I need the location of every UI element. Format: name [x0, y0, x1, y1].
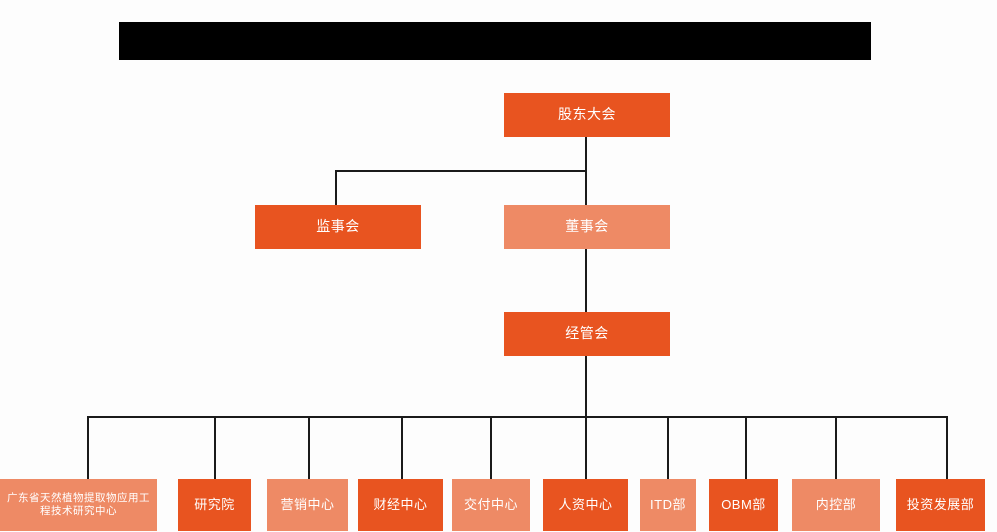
- connector-drop-hr: [585, 416, 587, 479]
- node-label: ITD部: [650, 496, 686, 512]
- node-dept-marketing-center[interactable]: 营销中心: [267, 479, 348, 531]
- node-dept-itd[interactable]: ITD部: [640, 479, 696, 531]
- connector-drop-itd: [667, 416, 669, 479]
- node-dept-delivery-center[interactable]: 交付中心: [452, 479, 530, 531]
- node-label: 董事会: [565, 218, 609, 235]
- node-dept-finance-center[interactable]: 财经中心: [358, 479, 443, 531]
- connector-drop-delivery: [490, 416, 492, 479]
- node-label: 经管会: [565, 325, 609, 342]
- connector-shareholders-down: [585, 137, 587, 172]
- node-label: 广东省天然植物提取物应用工程技术研究中心: [7, 491, 150, 517]
- node-label: 营销中心: [280, 496, 335, 512]
- redacted-title-banner: [119, 22, 871, 60]
- node-label: 研究院: [194, 496, 235, 512]
- node-label: 股东大会: [558, 106, 616, 123]
- connector-drop-investment: [946, 416, 948, 479]
- connector-drop-internal: [835, 416, 837, 479]
- connector-drop-marketing: [308, 416, 310, 479]
- connector-supervisors-drop: [335, 170, 337, 205]
- node-label: 财经中心: [373, 496, 428, 512]
- node-dept-internal-control[interactable]: 内控部: [792, 479, 880, 531]
- connector-drop-institute: [214, 416, 216, 479]
- node-board-of-directors[interactable]: 董事会: [504, 205, 670, 249]
- node-dept-institute[interactable]: 研究院: [178, 479, 251, 531]
- node-label: 内控部: [815, 496, 857, 512]
- connector-shareholders-bus: [335, 170, 587, 172]
- connector-drop-finance: [401, 416, 403, 479]
- node-label: 投资发展部: [906, 496, 975, 512]
- node-board-of-supervisors[interactable]: 监事会: [255, 205, 421, 249]
- node-shareholders-meeting[interactable]: 股东大会: [504, 93, 670, 137]
- node-dept-research-center[interactable]: 广东省天然植物提取物应用工程技术研究中心: [0, 479, 157, 531]
- connector-directors-drop: [585, 170, 587, 205]
- node-dept-hr-center[interactable]: 人资中心: [543, 479, 628, 531]
- connector-directors-to-management: [585, 249, 587, 312]
- node-label: 监事会: [316, 218, 360, 235]
- connector-department-bus: [87, 416, 948, 418]
- node-label: 人资中心: [558, 496, 613, 512]
- node-label: 交付中心: [463, 496, 518, 512]
- node-management-committee[interactable]: 经管会: [504, 312, 670, 356]
- connector-drop-research-center: [87, 416, 89, 479]
- node-dept-obm[interactable]: OBM部: [709, 479, 778, 531]
- connector-drop-obm: [745, 416, 747, 479]
- node-label: OBM部: [721, 496, 766, 512]
- connector-management-down: [585, 356, 587, 417]
- node-dept-investment-development[interactable]: 投资发展部: [896, 479, 985, 531]
